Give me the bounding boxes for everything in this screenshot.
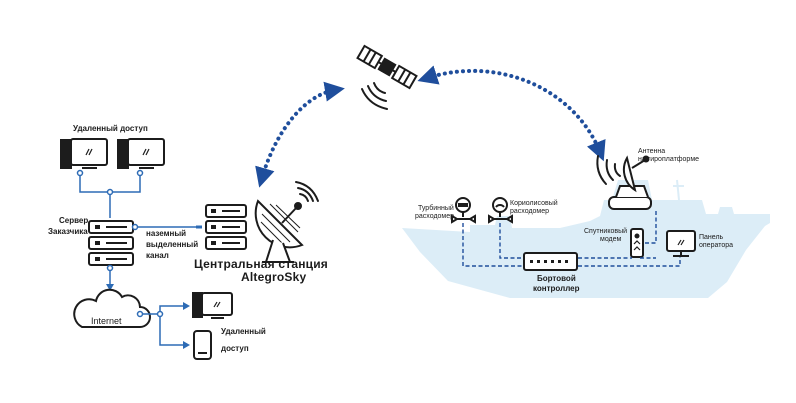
ground-dish-signal-icon — [295, 181, 319, 202]
turbine-flowmeter-label-2: расходомер — [415, 213, 455, 220]
satellite-signal-icon — [361, 82, 388, 110]
onboard-controller-label-2: контроллер — [533, 284, 580, 293]
operator-panel-icon — [666, 230, 696, 257]
remote-access-bottom-label-2: доступ — [221, 344, 249, 353]
central-station-server-icon — [205, 204, 247, 250]
satellite-modem-label-2: модем — [600, 236, 622, 243]
remote-computer-2-icon — [117, 138, 165, 169]
operator-panel-label-1: Панель — [699, 234, 724, 241]
channel-label-3: канал — [146, 251, 169, 260]
gyro-antenna-icon — [608, 155, 652, 210]
central-station-name: AltegroSky — [241, 270, 307, 284]
onboard-controller-label-1: Бортовой — [537, 274, 576, 283]
coriolis-flowmeter-label-1: Кориолисовый — [510, 200, 558, 207]
internet-label: Internet — [91, 316, 122, 326]
remote-access-bottom-label-1: Удаленный — [221, 327, 266, 336]
remote-access-connectors — [79, 173, 141, 218]
mobile-phone-icon — [193, 330, 212, 360]
remote-access-top-label: Удаленный доступ — [73, 124, 148, 133]
turbine-flowmeter-icon — [451, 197, 476, 224]
gyro-antenna-signal-icon — [596, 155, 621, 185]
gyro-antenna-label-1: Антенна — [638, 148, 666, 155]
channel-label-1: наземный — [146, 229, 187, 238]
turbine-flowmeter-label-1: Турбинный — [418, 205, 454, 212]
coriolis-flowmeter-icon — [488, 197, 513, 224]
remote-computer-3-icon — [192, 292, 233, 319]
satellite-modem-label-1: Спутниковый — [584, 228, 628, 235]
customer-server-icon — [88, 220, 134, 266]
gyro-antenna-label-2: на гиро­платформе — [638, 156, 700, 163]
remote-computer-1-icon — [60, 138, 108, 169]
satellite-link-left — [255, 81, 345, 188]
ground-dish-antenna-icon — [254, 199, 304, 263]
coriolis-flowmeter-label-2: расходомер — [510, 208, 550, 215]
central-station-label: Центральная станция — [194, 257, 329, 271]
channel-label-2: выделенный — [146, 240, 199, 249]
onboard-controller-icon — [523, 252, 578, 271]
customer-server-label-1: Сервер — [59, 216, 89, 225]
ship-wiring — [462, 209, 681, 267]
ship-mast — [673, 179, 684, 201]
ship-hull — [402, 180, 770, 298]
satellite-modem-icon — [630, 228, 644, 258]
operator-panel-label-2: оператора — [699, 242, 734, 249]
satellite-icon — [356, 44, 418, 90]
satellite-link-right — [417, 65, 606, 162]
customer-server-label-2: Заказчика — [48, 227, 88, 236]
